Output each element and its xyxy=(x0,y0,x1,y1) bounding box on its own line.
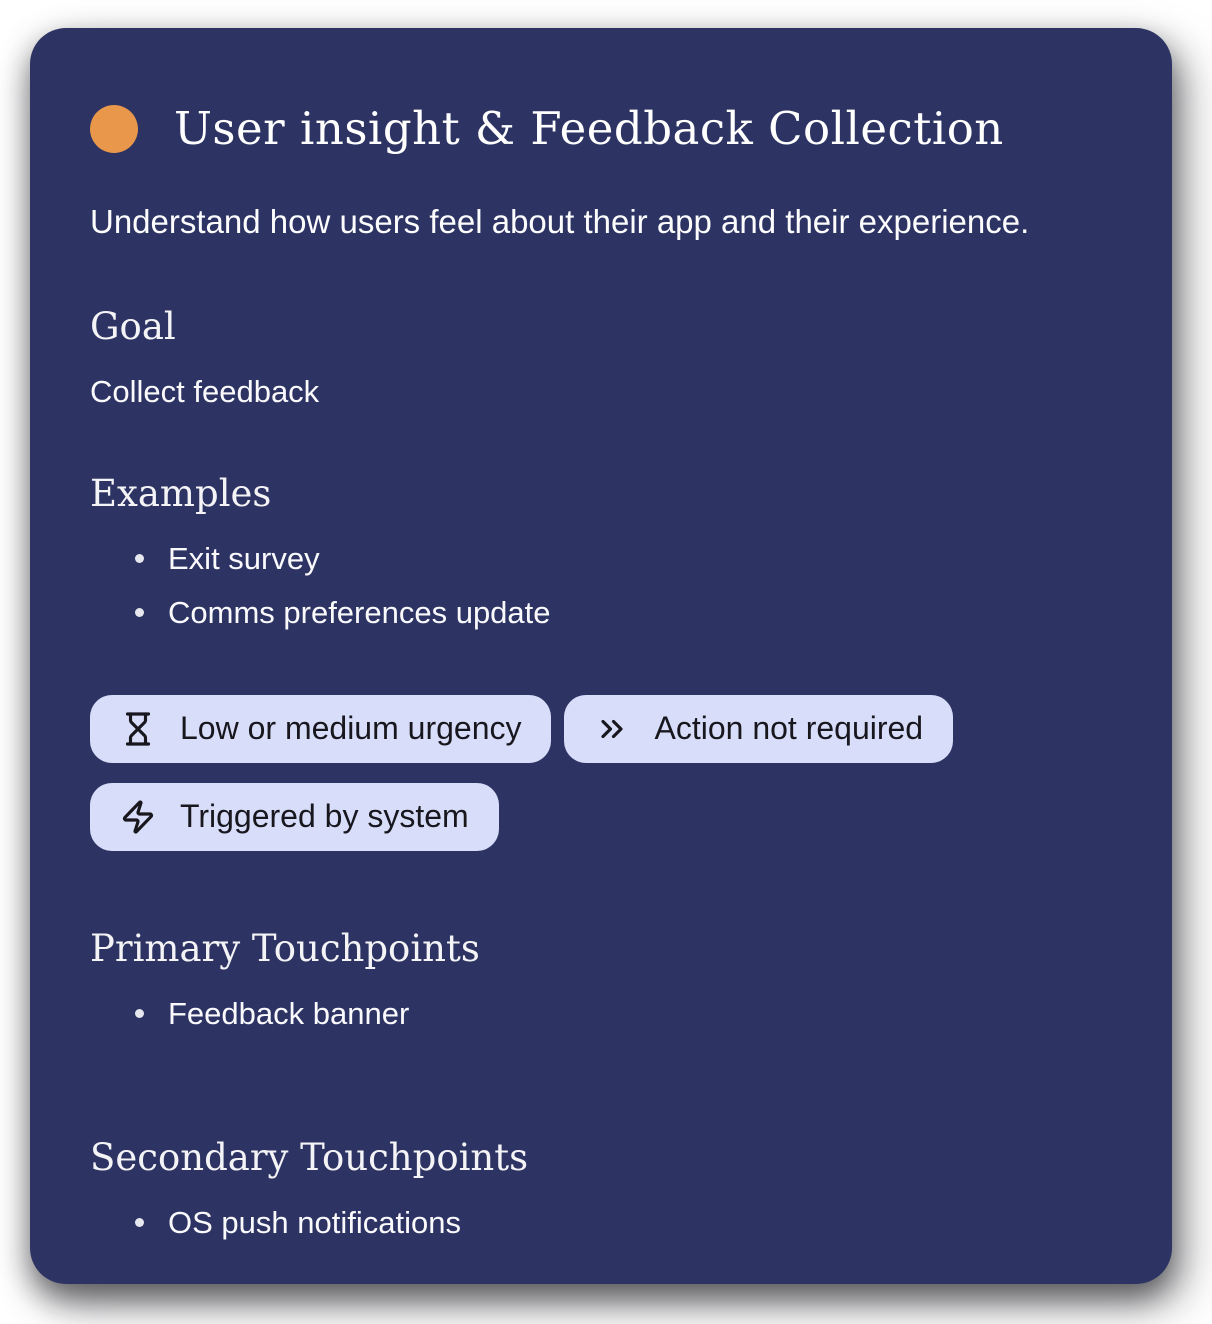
card-header: User insight & Feedback Collection xyxy=(90,102,1112,155)
badge-label: Low or medium urgency xyxy=(180,710,522,747)
list-item-label: Exit survey xyxy=(168,540,320,576)
card-title: User insight & Feedback Collection xyxy=(174,102,1004,155)
bullet-dot xyxy=(135,608,144,618)
urgency-badge[interactable]: Low or medium urgency xyxy=(90,694,552,763)
list-item: Exit survey xyxy=(90,541,1112,577)
badge-row: Low or medium urgency Action not require… xyxy=(90,694,1090,851)
bullet-dot xyxy=(135,1218,144,1228)
bullet-dot xyxy=(135,554,144,564)
primary-touchpoints-list: Feedback banner xyxy=(90,996,1112,1032)
list-item: Feedback banner xyxy=(90,996,1112,1032)
examples-heading: Examples xyxy=(90,471,272,515)
primary-touchpoints-heading: Primary Touchpoints xyxy=(90,926,480,970)
chevrons-right-icon xyxy=(601,719,624,738)
hourglass-icon xyxy=(125,711,151,746)
list-item: OS push notifications xyxy=(90,1205,1112,1241)
examples-list: Exit survey Comms preferences update xyxy=(90,541,1112,631)
list-item-label: Comms preferences update xyxy=(168,594,551,630)
action-badge[interactable]: Action not required xyxy=(564,694,954,763)
lightning-icon xyxy=(122,799,154,834)
trigger-badge[interactable]: Triggered by system xyxy=(90,782,499,851)
bullet-dot xyxy=(135,1009,144,1019)
feedback-collection-card: User insight & Feedback Collection Under… xyxy=(30,28,1172,1284)
accent-dot-icon xyxy=(90,104,138,153)
badge-label: Action not required xyxy=(654,710,924,747)
list-item: Comms preferences update xyxy=(90,595,1112,631)
list-item-label: Feedback banner xyxy=(168,995,410,1031)
goal-text: Collect feedback xyxy=(90,373,320,409)
badge-label: Triggered by system xyxy=(180,798,469,835)
card-description: Understand how users feel about their ap… xyxy=(90,203,1030,240)
secondary-touchpoints-list: OS push notifications xyxy=(90,1205,1112,1241)
list-item-label: OS push notifications xyxy=(168,1204,461,1240)
secondary-touchpoints-heading: Secondary Touchpoints xyxy=(90,1135,529,1179)
goal-heading: Goal xyxy=(90,304,176,348)
